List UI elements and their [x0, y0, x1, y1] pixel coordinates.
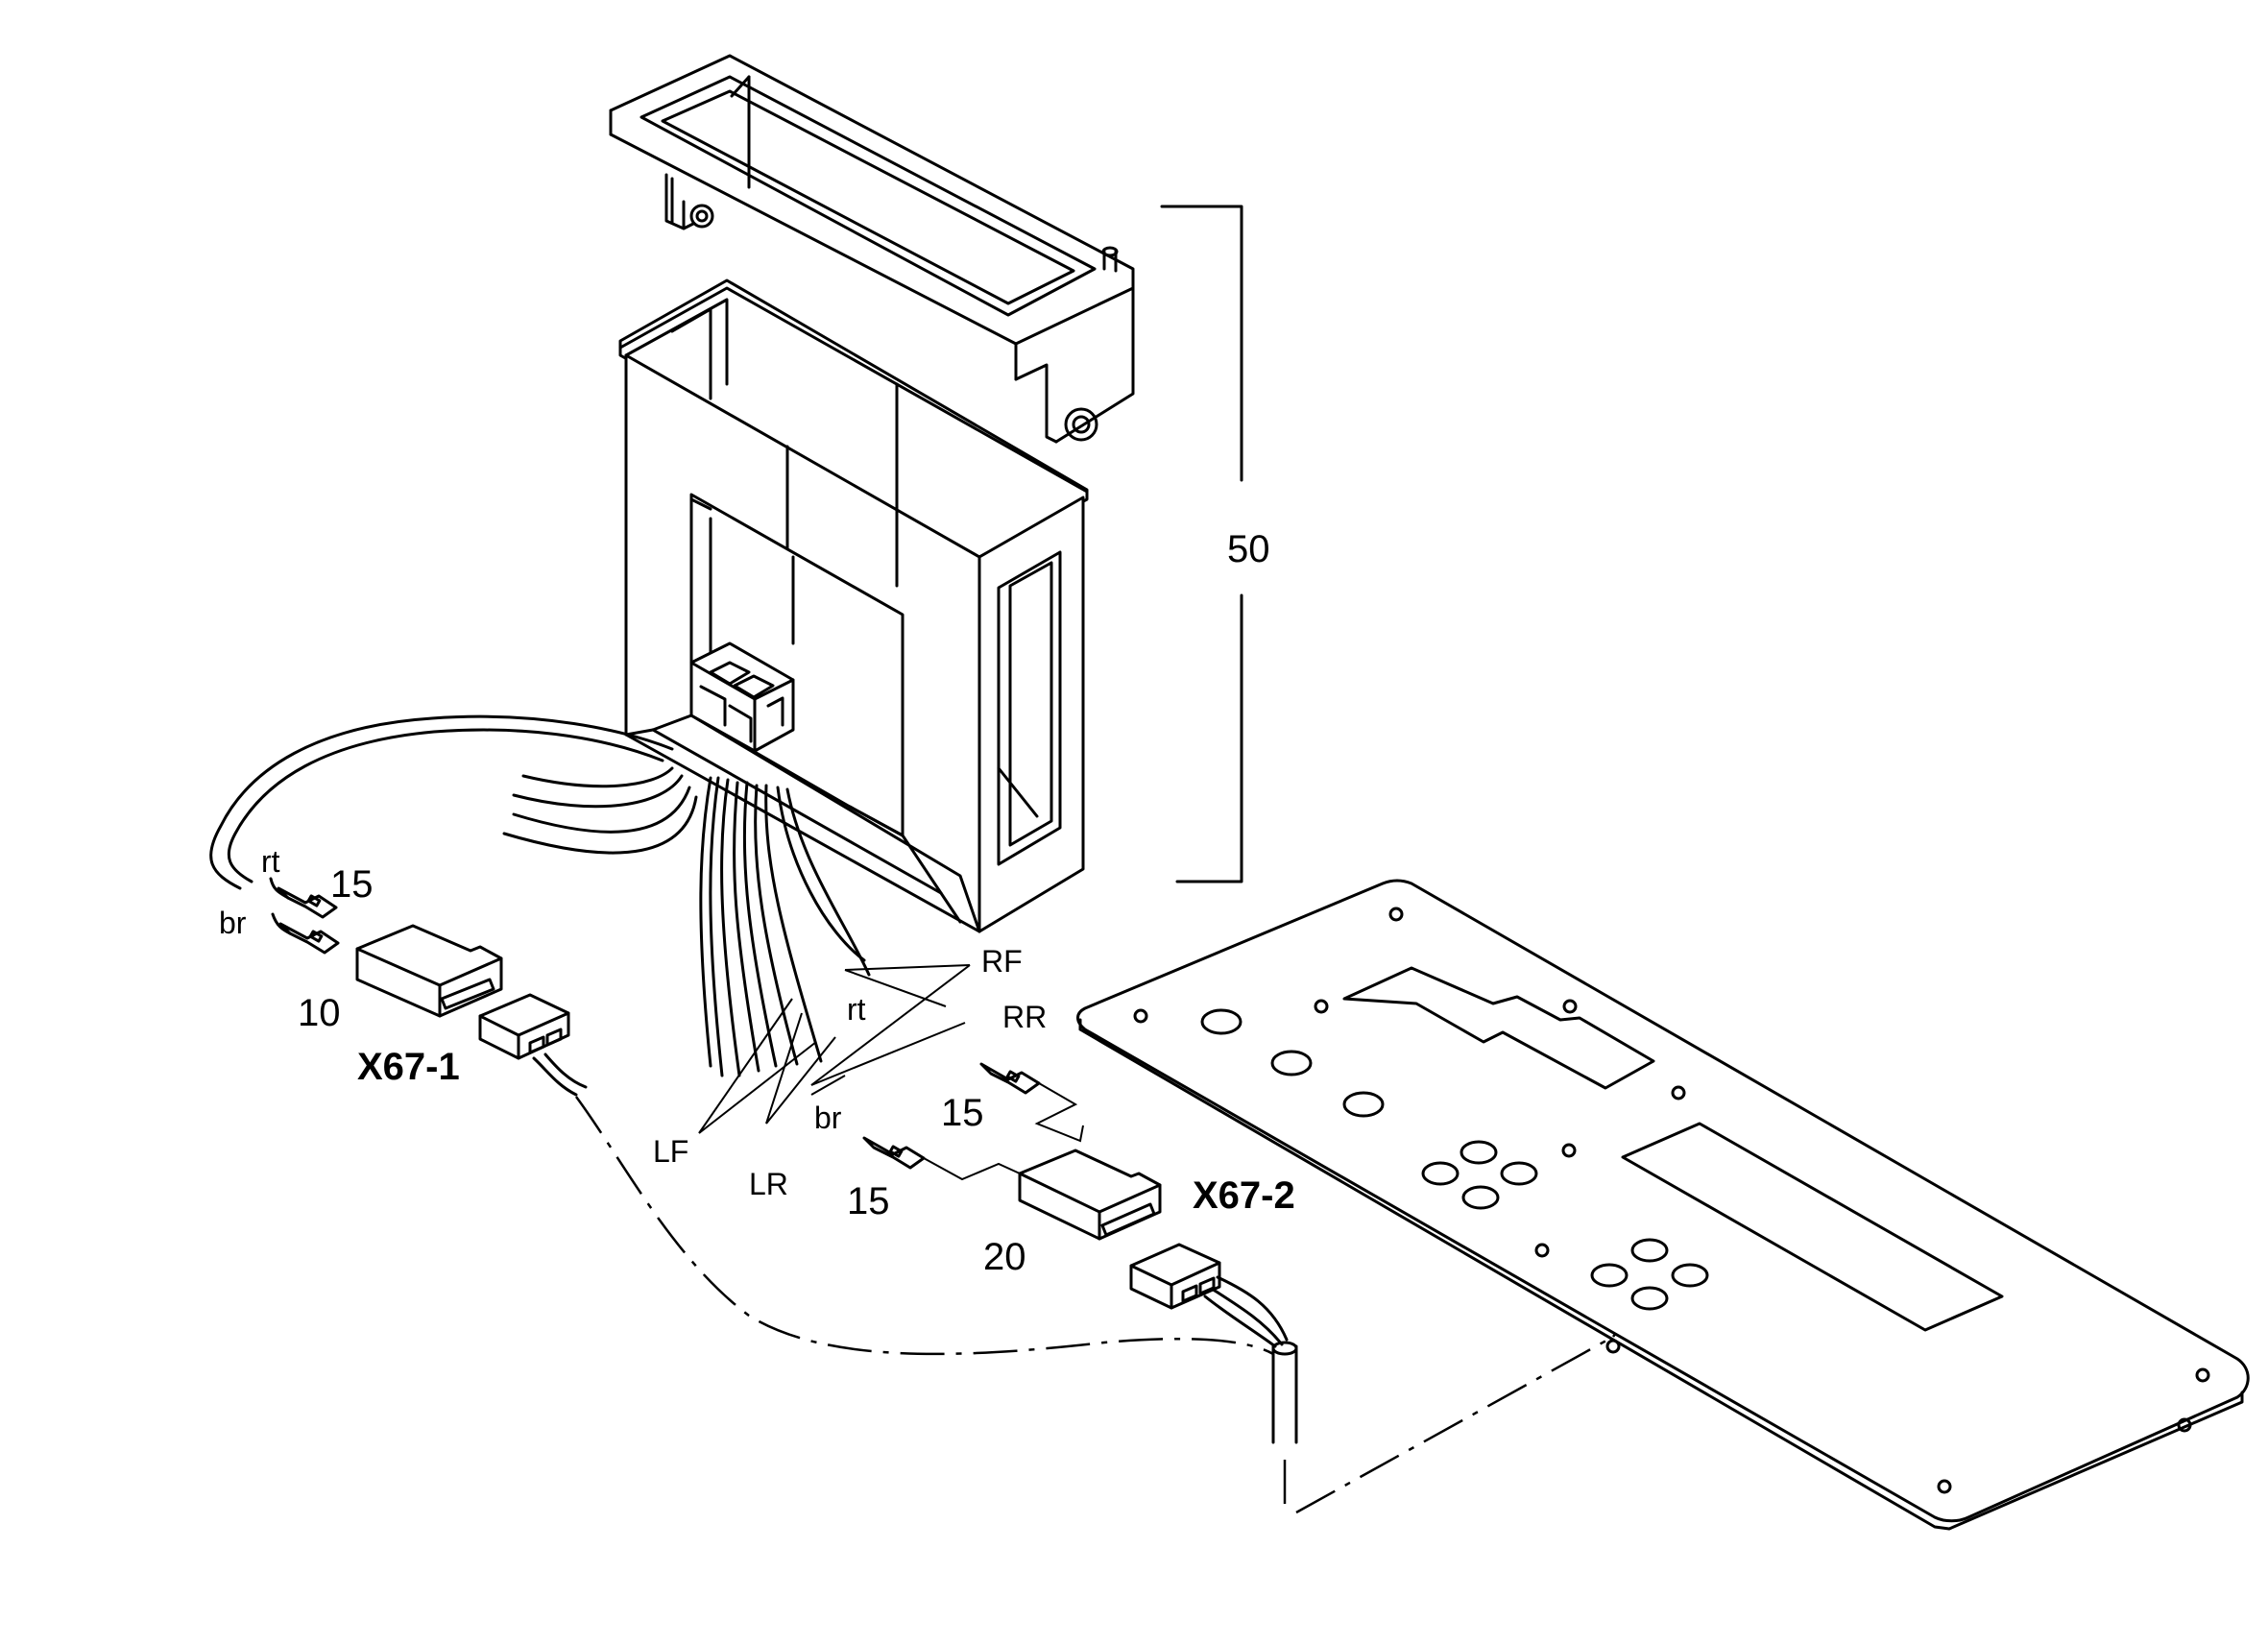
callout-bracket-left: 10 [298, 992, 341, 1034]
wire-label-rf: RF [981, 944, 1023, 979]
callout-terminal-left: 15 [330, 863, 374, 906]
wire-label-rr: RR [1002, 1000, 1047, 1034]
callout-assembly: 50 [1227, 528, 1270, 570]
bracket-20 [1018, 1149, 1162, 1241]
callout-terminal-mid: 15 [941, 1092, 984, 1134]
terminal-low [862, 1136, 1021, 1181]
wire-label-rt-mid: rt [847, 992, 866, 1027]
wire-label-lf: LF [653, 1134, 688, 1169]
housing-box [618, 278, 1089, 933]
mounting-plate [1076, 879, 2250, 1531]
wire-label-br-left: br [219, 906, 247, 940]
lid-frame [609, 54, 1135, 444]
terminal-mid [979, 1062, 1084, 1143]
wire-label-lr: LR [749, 1167, 788, 1201]
bracket-10 [355, 924, 503, 1018]
connector-label-right: X67-2 [1193, 1174, 1295, 1217]
callout-terminal-low: 15 [847, 1180, 890, 1222]
wire-label-br-mid: br [814, 1101, 842, 1135]
wiring-harness [209, 714, 971, 1134]
terminal-br-left [271, 912, 340, 955]
terminal-rt-left [269, 877, 338, 919]
wire-label-rt-left: rt [261, 844, 280, 879]
connector-label-left: X67-1 [357, 1046, 460, 1088]
callout-bracket-right: 20 [983, 1236, 1026, 1278]
connector-x67-2 [1129, 1243, 1298, 1444]
connector-x67-1 [478, 993, 588, 1097]
assembly-dimension-bracket [1160, 205, 1243, 883]
